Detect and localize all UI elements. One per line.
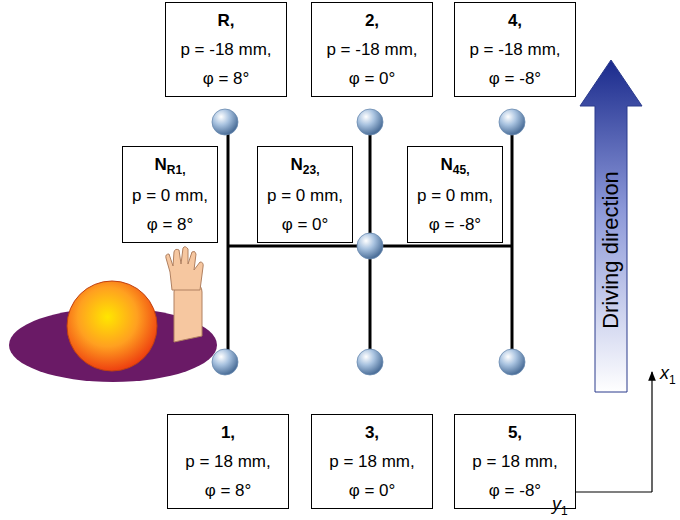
box-line: φ = 8° xyxy=(131,210,209,239)
driver-arm xyxy=(174,284,202,342)
gear-subscript: R1, xyxy=(167,163,186,177)
gear-name: 1, xyxy=(221,423,235,442)
box-line: 5, xyxy=(463,418,567,447)
axis-subscript: 1 xyxy=(669,374,676,387)
box-line: φ = 8° xyxy=(176,476,280,505)
gear-position-box: N23, p = 0 mm, φ = 0° xyxy=(257,146,353,243)
gear-position-box: 1, p = 18 mm, φ = 8° xyxy=(167,414,289,509)
gear-parameter: p = 0 mm, xyxy=(267,186,343,205)
gear-position-box: N45, p = 0 mm, φ = -8° xyxy=(407,146,503,243)
driving-arrow xyxy=(580,60,642,392)
gear-parameter: φ = 8° xyxy=(147,215,194,234)
box-line: φ = -8° xyxy=(463,64,567,93)
gear-position-box: 4, p = -18 mm, φ = -8° xyxy=(454,2,576,97)
box-line: φ = 0° xyxy=(320,64,424,93)
box-line: p = 0 mm, xyxy=(131,181,209,210)
driver-hand xyxy=(166,247,203,290)
box-line: R, xyxy=(174,6,278,35)
gear-name: 5, xyxy=(508,423,522,442)
box-line: φ = 0° xyxy=(266,210,344,239)
box-line: φ = -8° xyxy=(416,210,494,239)
axis-name: y xyxy=(552,495,561,515)
box-line: NR1, xyxy=(131,150,209,181)
gear-name: R, xyxy=(218,11,235,30)
gear-parameter: p = -18 mm, xyxy=(469,40,560,59)
box-line: p = -18 mm, xyxy=(174,35,278,64)
gear-position-box: R, p = -18 mm, φ = 8° xyxy=(165,2,287,97)
gear-name: 2, xyxy=(365,11,379,30)
gear-name: N xyxy=(155,155,167,174)
box-line: 4, xyxy=(463,6,567,35)
box-line: N23, xyxy=(266,150,344,181)
gear-subscript: 23, xyxy=(303,163,320,177)
gear-parameter: p = 0 mm, xyxy=(417,186,493,205)
gear-parameter: φ = 8° xyxy=(205,481,252,500)
gear-parameter: p = 18 mm, xyxy=(472,452,558,471)
axis-subscript: 1 xyxy=(561,505,568,518)
gear-parameter: p = 0 mm, xyxy=(132,186,208,205)
box-line: 2, xyxy=(320,6,424,35)
box-line: p = 0 mm, xyxy=(416,181,494,210)
shift-gate xyxy=(228,122,512,362)
driver-head xyxy=(67,281,157,371)
gear-parameter: φ = 8° xyxy=(203,69,250,88)
gear-parameter: p = 18 mm, xyxy=(185,452,271,471)
gear-name: N xyxy=(441,155,453,174)
axis-name: x xyxy=(660,364,669,384)
gear-parameter: p = 18 mm, xyxy=(329,452,415,471)
box-line: p = 18 mm, xyxy=(176,447,280,476)
gear-parameter: p = -18 mm, xyxy=(180,40,271,59)
box-line: 1, xyxy=(176,418,280,447)
driving-direction-label: Driving direction xyxy=(599,171,623,329)
gear-name: 3, xyxy=(365,423,379,442)
box-line: p = 0 mm, xyxy=(266,181,344,210)
axis-x xyxy=(651,372,652,492)
box-line: φ = 0° xyxy=(320,476,424,505)
gear-parameter: φ = 0° xyxy=(349,481,396,500)
gear-position-ball xyxy=(212,109,525,375)
gear-parameter: φ = -8° xyxy=(489,69,541,88)
gear-name: 4, xyxy=(508,11,522,30)
gear-parameter: φ = 0° xyxy=(282,215,329,234)
box-line: φ = -8° xyxy=(463,476,567,505)
box-line: N45, xyxy=(416,150,494,181)
gear-position-box: 2, p = -18 mm, φ = 0° xyxy=(311,2,433,97)
gear-subscript: 45, xyxy=(453,163,470,177)
box-line: φ = 8° xyxy=(174,64,278,93)
gear-name: N xyxy=(291,155,303,174)
gear-parameter: φ = -8° xyxy=(489,481,541,500)
gear-parameter: φ = 0° xyxy=(349,69,396,88)
box-line: 3, xyxy=(320,418,424,447)
gear-position-box: 3, p = 18 mm, φ = 0° xyxy=(311,414,433,509)
box-line: p = 18 mm, xyxy=(463,447,567,476)
box-line: p = -18 mm, xyxy=(320,35,424,64)
gear-parameter: p = -18 mm, xyxy=(326,40,417,59)
gear-position-box: NR1, p = 0 mm, φ = 8° xyxy=(122,146,218,243)
gear-parameter: φ = -8° xyxy=(429,215,481,234)
box-line: p = -18 mm, xyxy=(463,35,567,64)
box-line: p = 18 mm, xyxy=(320,447,424,476)
